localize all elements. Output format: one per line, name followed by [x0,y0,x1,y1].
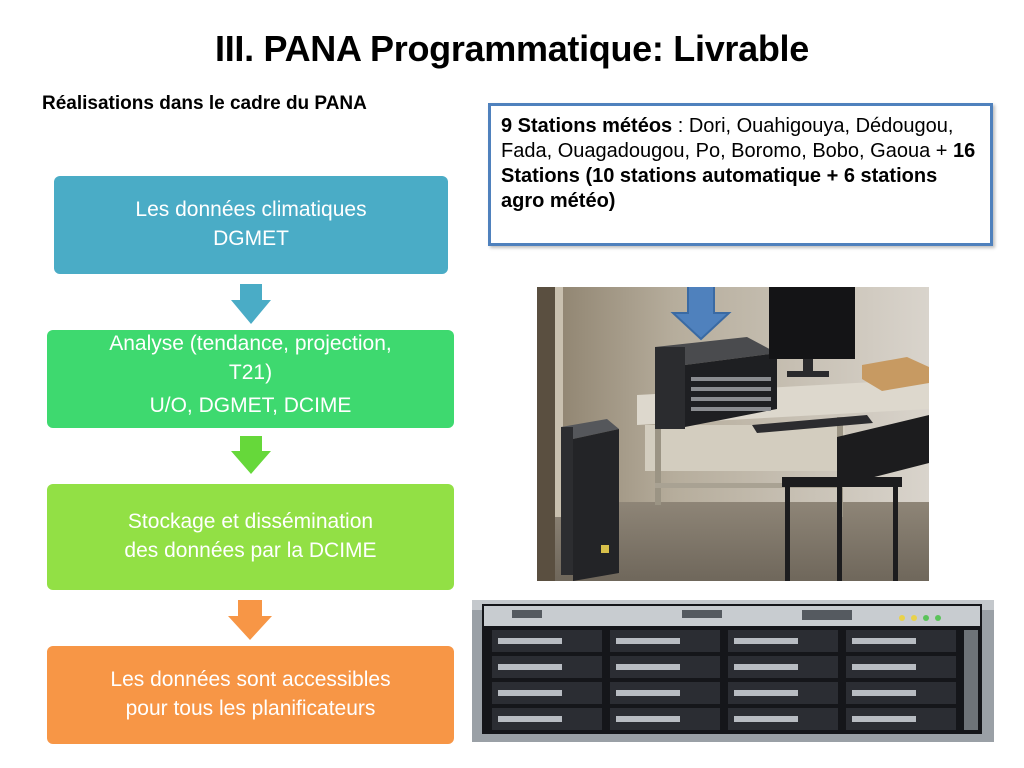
slide-title: III. PANA Programmatique: Livrable [215,28,809,69]
flow-step-climate-data-line2: DGMET [213,227,289,250]
flow-step-accessible-line1: Les données sont accessibles [110,668,391,692]
stations-info-box: 9 Stations météos : Dori, Ouahigouya, Dé… [488,103,993,246]
flow-step-analysis-line1: Analyse (tendance, projection, [109,332,392,355]
flow-step-accessible-line2: pour tous les planificateurs [125,697,376,720]
flow-step-accessible: Les données sont accessibles pour tous l… [47,646,454,744]
down-arrow-icon [228,600,272,640]
down-arrow-icon [231,436,271,474]
rack-server-photo [472,600,994,742]
flow-step-storage-line2: des données par la DCIME [124,539,377,562]
flow-step-climate-data: Les données climatiques DGMET [54,176,448,274]
stations-extra-bold: 16 Stations (10 stations automatique + 6… [501,140,976,212]
slide-subtitle: Réalisations dans le cadre du PANA [42,93,367,114]
stations-list-text: : Dori, Ouahigouya, Dédougou, Fada, Ouag… [501,115,954,162]
flow-step-storage: Stockage et dissémination des données pa… [47,484,454,590]
server-room-photo [537,287,929,581]
flow-step-analysis-line2: T21) [228,360,273,384]
flow-step-analysis: Analyse (tendance, projection, T21) U/O,… [47,330,454,428]
stations-count-bold: 9 Stations météos [501,115,673,137]
flow-step-climate-data-line1: Les données climatiques [135,198,367,222]
flow-step-storage-line1: Stockage et dissémination [127,510,374,534]
flow-step-analysis-line3: U/O, DGMET, DCIME [149,393,352,417]
down-arrow-icon [231,284,271,324]
